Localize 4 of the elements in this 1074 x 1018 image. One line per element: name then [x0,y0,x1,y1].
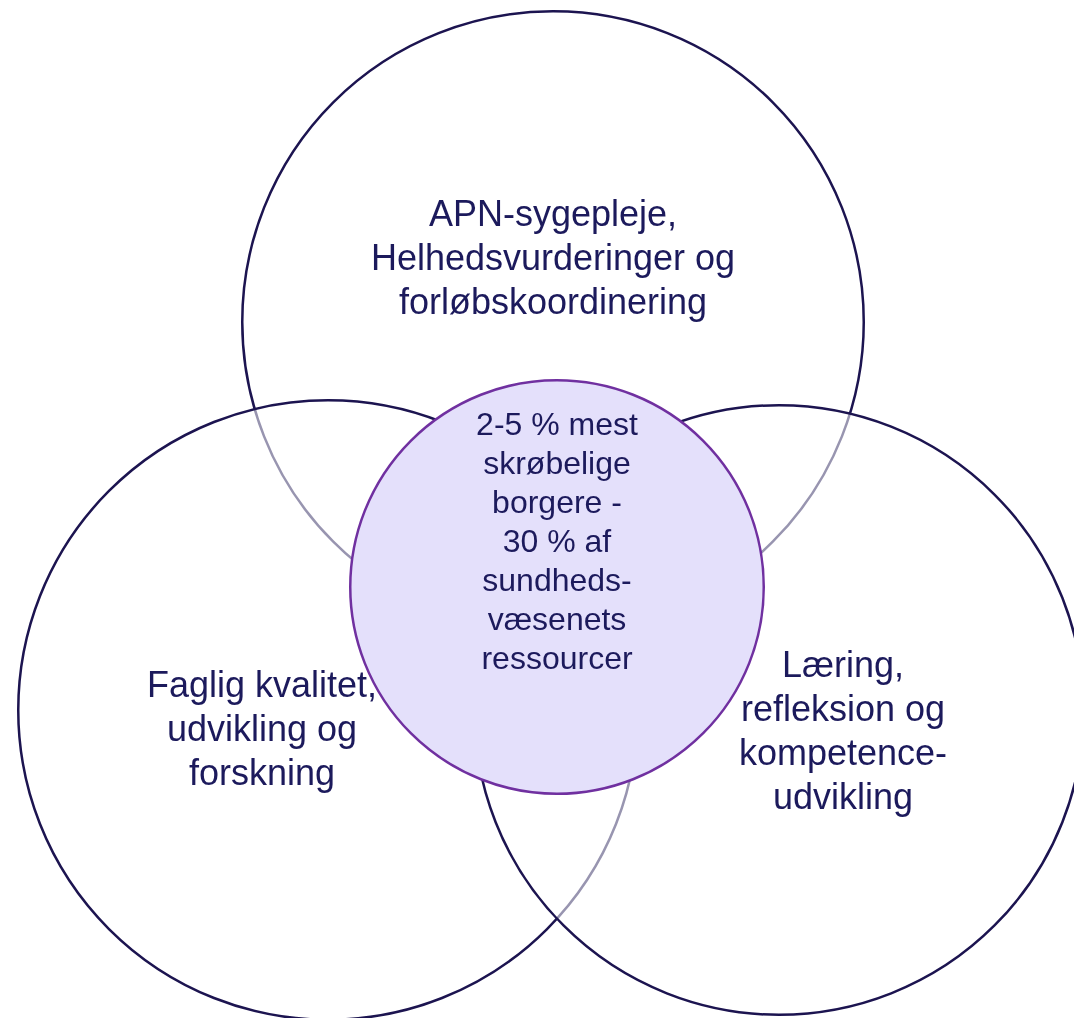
circle-label: Faglig kvalitet, udvikling og forskning [145,663,379,795]
circle-label: APN-sygepleje, Helhedsvurderinger og forløbskoordinering [369,192,737,324]
circle-label: 2-5 % mest skrøbelige borgere - 30 % af sundheds-væsenets ressourcer [475,405,639,679]
circle-label: Læring, refleksion og kompetence-udvikling [737,643,949,819]
